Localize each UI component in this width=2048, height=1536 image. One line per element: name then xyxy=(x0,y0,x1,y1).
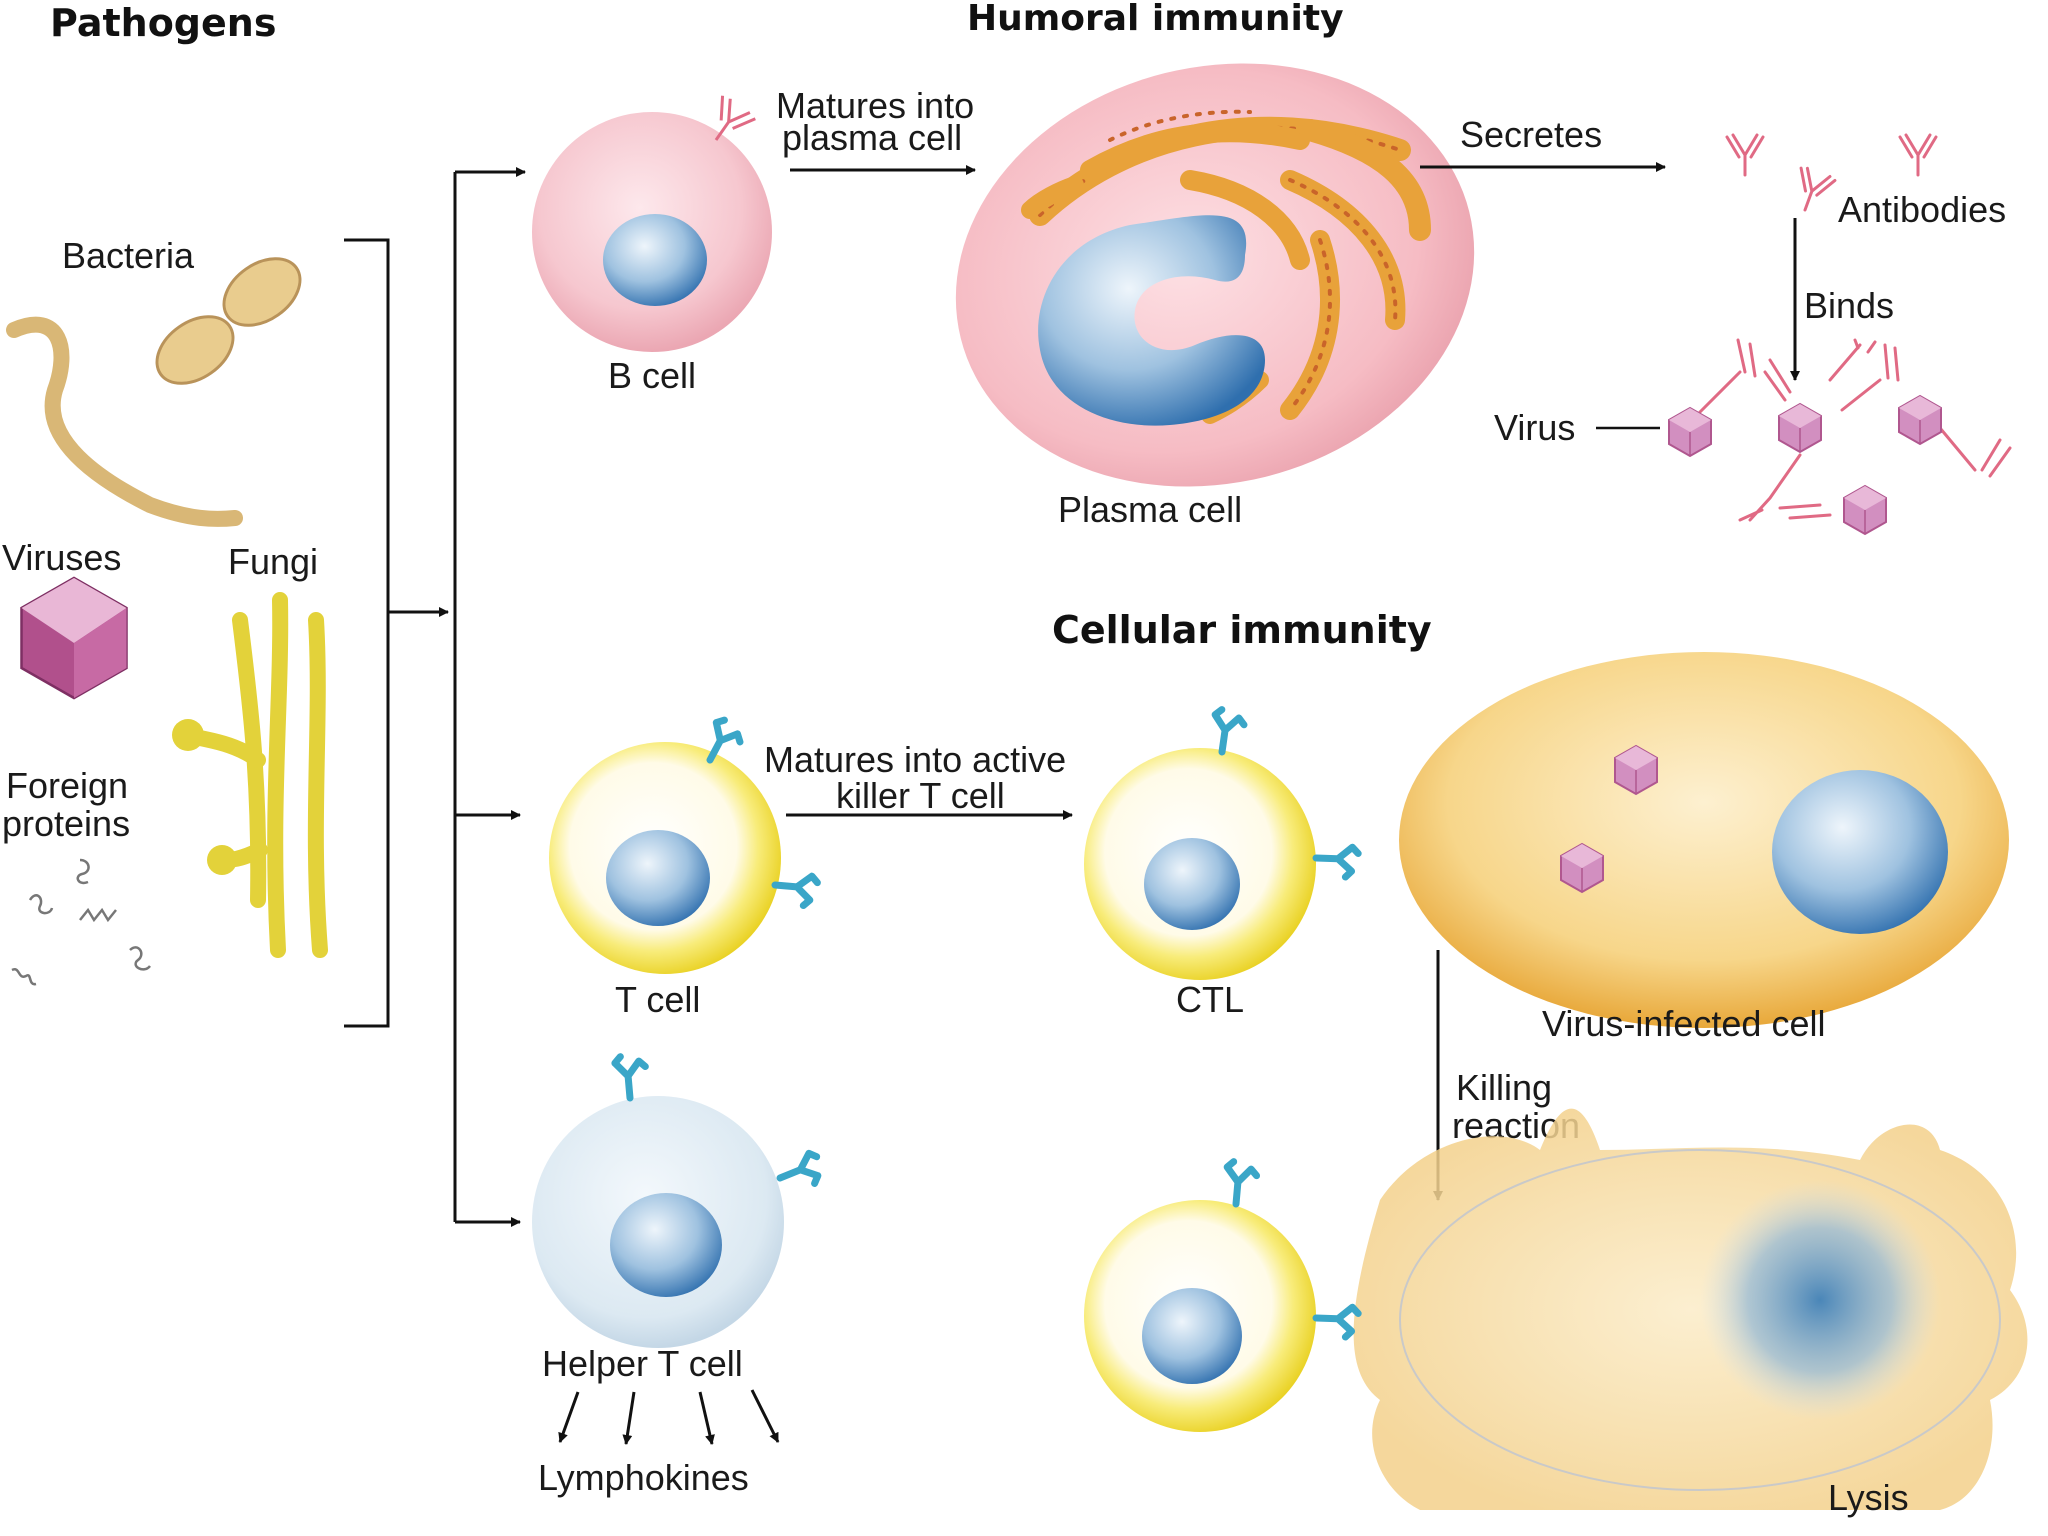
antibody-icon xyxy=(1898,133,1938,177)
matures-ctl-label-line1: Matures into active xyxy=(764,739,1066,780)
t-cell-label: T cell xyxy=(615,979,700,1020)
t-cell-nucleus xyxy=(606,830,710,926)
infected-cell-nucleus xyxy=(1772,770,1948,934)
virus-infected-cell xyxy=(1399,652,2009,1028)
virus-infected-cell-label: Virus-infected cell xyxy=(1542,1003,1825,1044)
scattered-nucleus xyxy=(1700,1180,1940,1420)
fungi-spore-icon xyxy=(207,845,237,875)
helper-t-cell-receptor-icon xyxy=(776,1151,826,1195)
antibodies-label: Antibodies xyxy=(1838,189,2006,230)
fungi-spore-icon xyxy=(172,719,204,751)
virus-particle-icon xyxy=(1843,485,1887,535)
binds-label: Binds xyxy=(1804,285,1894,326)
pathogens-heading: Pathogens xyxy=(50,1,276,45)
humoral-immunity-heading: Humoral immunity xyxy=(967,0,1344,39)
killing-reaction-label-line1: Killing xyxy=(1456,1067,1552,1108)
virus-particle-icon xyxy=(1898,395,1942,445)
matures-ctl-label-line2: killer T cell xyxy=(836,775,1005,816)
foreign-proteins-label-line2: proteins xyxy=(2,803,130,844)
branch-connector xyxy=(344,167,526,1227)
plasma-cell-label: Plasma cell xyxy=(1058,489,1242,530)
bacteria-label: Bacteria xyxy=(62,235,195,276)
virus-label: Virus xyxy=(1494,407,1575,448)
helper-t-cell-nucleus xyxy=(610,1193,722,1297)
lysed-cell xyxy=(1353,1108,2028,1510)
viruses-label: Viruses xyxy=(2,537,121,578)
helper-t-cell-receptor-icon xyxy=(614,1055,648,1099)
ctl-nucleus xyxy=(1144,838,1240,930)
helper-t-cell-label: Helper T cell xyxy=(542,1343,743,1384)
endoplasmic-reticulum xyxy=(1021,109,1431,424)
cellular-immunity-heading: Cellular immunity xyxy=(1052,608,1432,652)
ctl-receptor-icon xyxy=(1315,1306,1358,1337)
plasma-cell-nucleus xyxy=(1038,215,1265,426)
ctl-label: CTL xyxy=(1176,979,1244,1020)
foreign-proteins-icon xyxy=(11,858,151,986)
b-cell xyxy=(532,95,772,352)
b-cell-antibody-receptor-icon xyxy=(714,95,756,141)
foreign-proteins-label-line1: Foreign xyxy=(6,765,128,806)
antibody-icon xyxy=(1786,164,1838,218)
matures-plasma-label-line2: plasma cell xyxy=(782,117,962,158)
bacteria-dividing-icon xyxy=(155,257,302,385)
lymphokine-arrows xyxy=(558,1389,780,1445)
ctl-receptor-icon xyxy=(1224,1161,1258,1205)
lymphokines-label: Lymphokines xyxy=(538,1457,749,1498)
ctl-receptor-icon xyxy=(1315,846,1358,877)
virus-particle-icon xyxy=(1668,407,1712,457)
virus-icon xyxy=(20,576,128,700)
virus-particle-icon xyxy=(1778,403,1822,453)
fungi-label: Fungi xyxy=(228,541,318,582)
pathogens-group: Bacteria Viruses Fungi Foreign proteins xyxy=(2,235,328,986)
t-cell xyxy=(549,717,818,974)
lysis-label: Lysis xyxy=(1828,1477,1909,1518)
lysed-cell-membrane xyxy=(1399,1149,2001,1491)
b-cell-nucleus xyxy=(603,214,707,306)
bacteria-rod-icon xyxy=(6,316,243,527)
helper-t-cell xyxy=(532,1055,826,1348)
antibody-icon xyxy=(1725,133,1765,177)
ctl-cell-attacking xyxy=(1084,1161,1358,1432)
t-cell-receptor-icon xyxy=(773,873,817,907)
ctl-attacking-nucleus xyxy=(1142,1288,1242,1384)
fungi-icon xyxy=(182,592,328,958)
ctl-receptor-icon xyxy=(1210,709,1246,755)
virus-antibody-complex xyxy=(1668,338,2012,535)
b-cell-label: B cell xyxy=(608,355,696,396)
secretes-label: Secretes xyxy=(1460,114,1602,155)
ctl-cell xyxy=(1084,709,1358,980)
plasma-cell xyxy=(955,63,1475,487)
matures-plasma-label-line1: Matures into xyxy=(776,85,974,126)
